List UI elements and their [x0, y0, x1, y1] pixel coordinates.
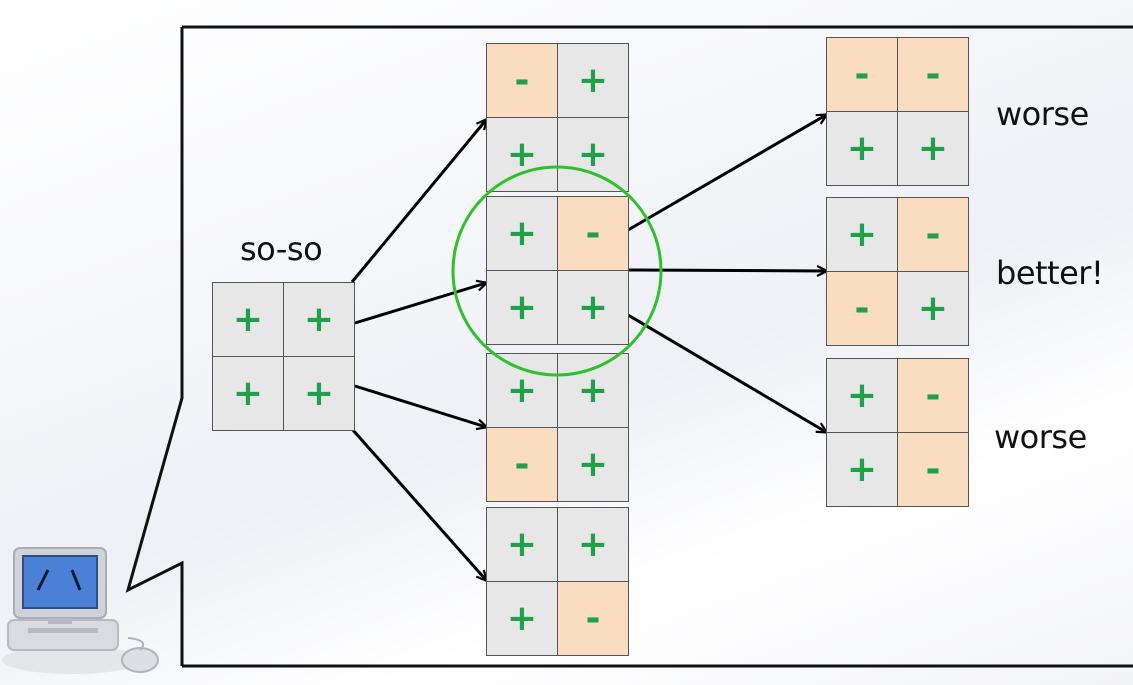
board-cell: + [898, 112, 968, 185]
board-cell: + [213, 283, 283, 356]
board-cell: + [284, 283, 354, 356]
arrow-neighbor-2-to-result-3 [627, 313, 826, 432]
neighbor-board-4: +++- [486, 507, 629, 656]
board-cell: + [487, 354, 557, 427]
result-board-2: +--+ [826, 197, 969, 346]
arrow-start-to-neighbor-2 [354, 283, 486, 325]
board-cell: + [558, 271, 628, 344]
board-cell: - [827, 38, 897, 111]
board-cell: - [898, 359, 968, 432]
board-cell: + [487, 197, 557, 270]
result-label-2: better! [996, 254, 1104, 292]
board-cell: + [827, 359, 897, 432]
board-cell: - [558, 197, 628, 270]
arrow-start-to-neighbor-1 [350, 120, 486, 283]
board-cell: + [213, 357, 283, 430]
board-cell: + [487, 271, 557, 344]
board-cell: + [558, 44, 628, 117]
board-cell: - [487, 44, 557, 117]
result-board-1: --++ [826, 37, 969, 186]
arrow-neighbor-2-to-result-1 [627, 115, 826, 232]
board-cell: - [898, 198, 968, 271]
start-label: so-so [240, 230, 323, 268]
board-cell: - [898, 433, 968, 506]
board-cell: - [898, 38, 968, 111]
neighbor-board-1: -+++ [486, 43, 629, 192]
board-cell: - [558, 582, 628, 655]
arrow-start-to-neighbor-4 [350, 428, 486, 580]
board-cell: - [487, 428, 557, 501]
result-label-1: worse [996, 95, 1089, 133]
board-cell: + [487, 508, 557, 581]
board-cell: + [558, 428, 628, 501]
board-cell: - [827, 272, 897, 345]
arrow-neighbor-2-to-result-2 [627, 270, 826, 271]
board-cell: + [284, 357, 354, 430]
speech-bubble-frame [125, 25, 1133, 668]
board-cell: + [827, 112, 897, 185]
board-cell: + [487, 118, 557, 191]
computer-icon [2, 547, 159, 674]
board-cell: + [827, 433, 897, 506]
arrow-start-to-neighbor-3 [354, 384, 486, 427]
board-cell: + [827, 198, 897, 271]
neighbor-board-2: +-++ [486, 196, 629, 345]
neighbor-board-3: ++-+ [486, 353, 629, 502]
board-cell: + [558, 508, 628, 581]
result-label-3: worse [994, 418, 1087, 456]
board-cell: + [898, 272, 968, 345]
board-cell: + [558, 118, 628, 191]
board-cell: + [487, 582, 557, 655]
board-cell: + [558, 354, 628, 427]
result-board-3: +-+- [826, 358, 969, 507]
start-board: ++++ [212, 282, 355, 431]
